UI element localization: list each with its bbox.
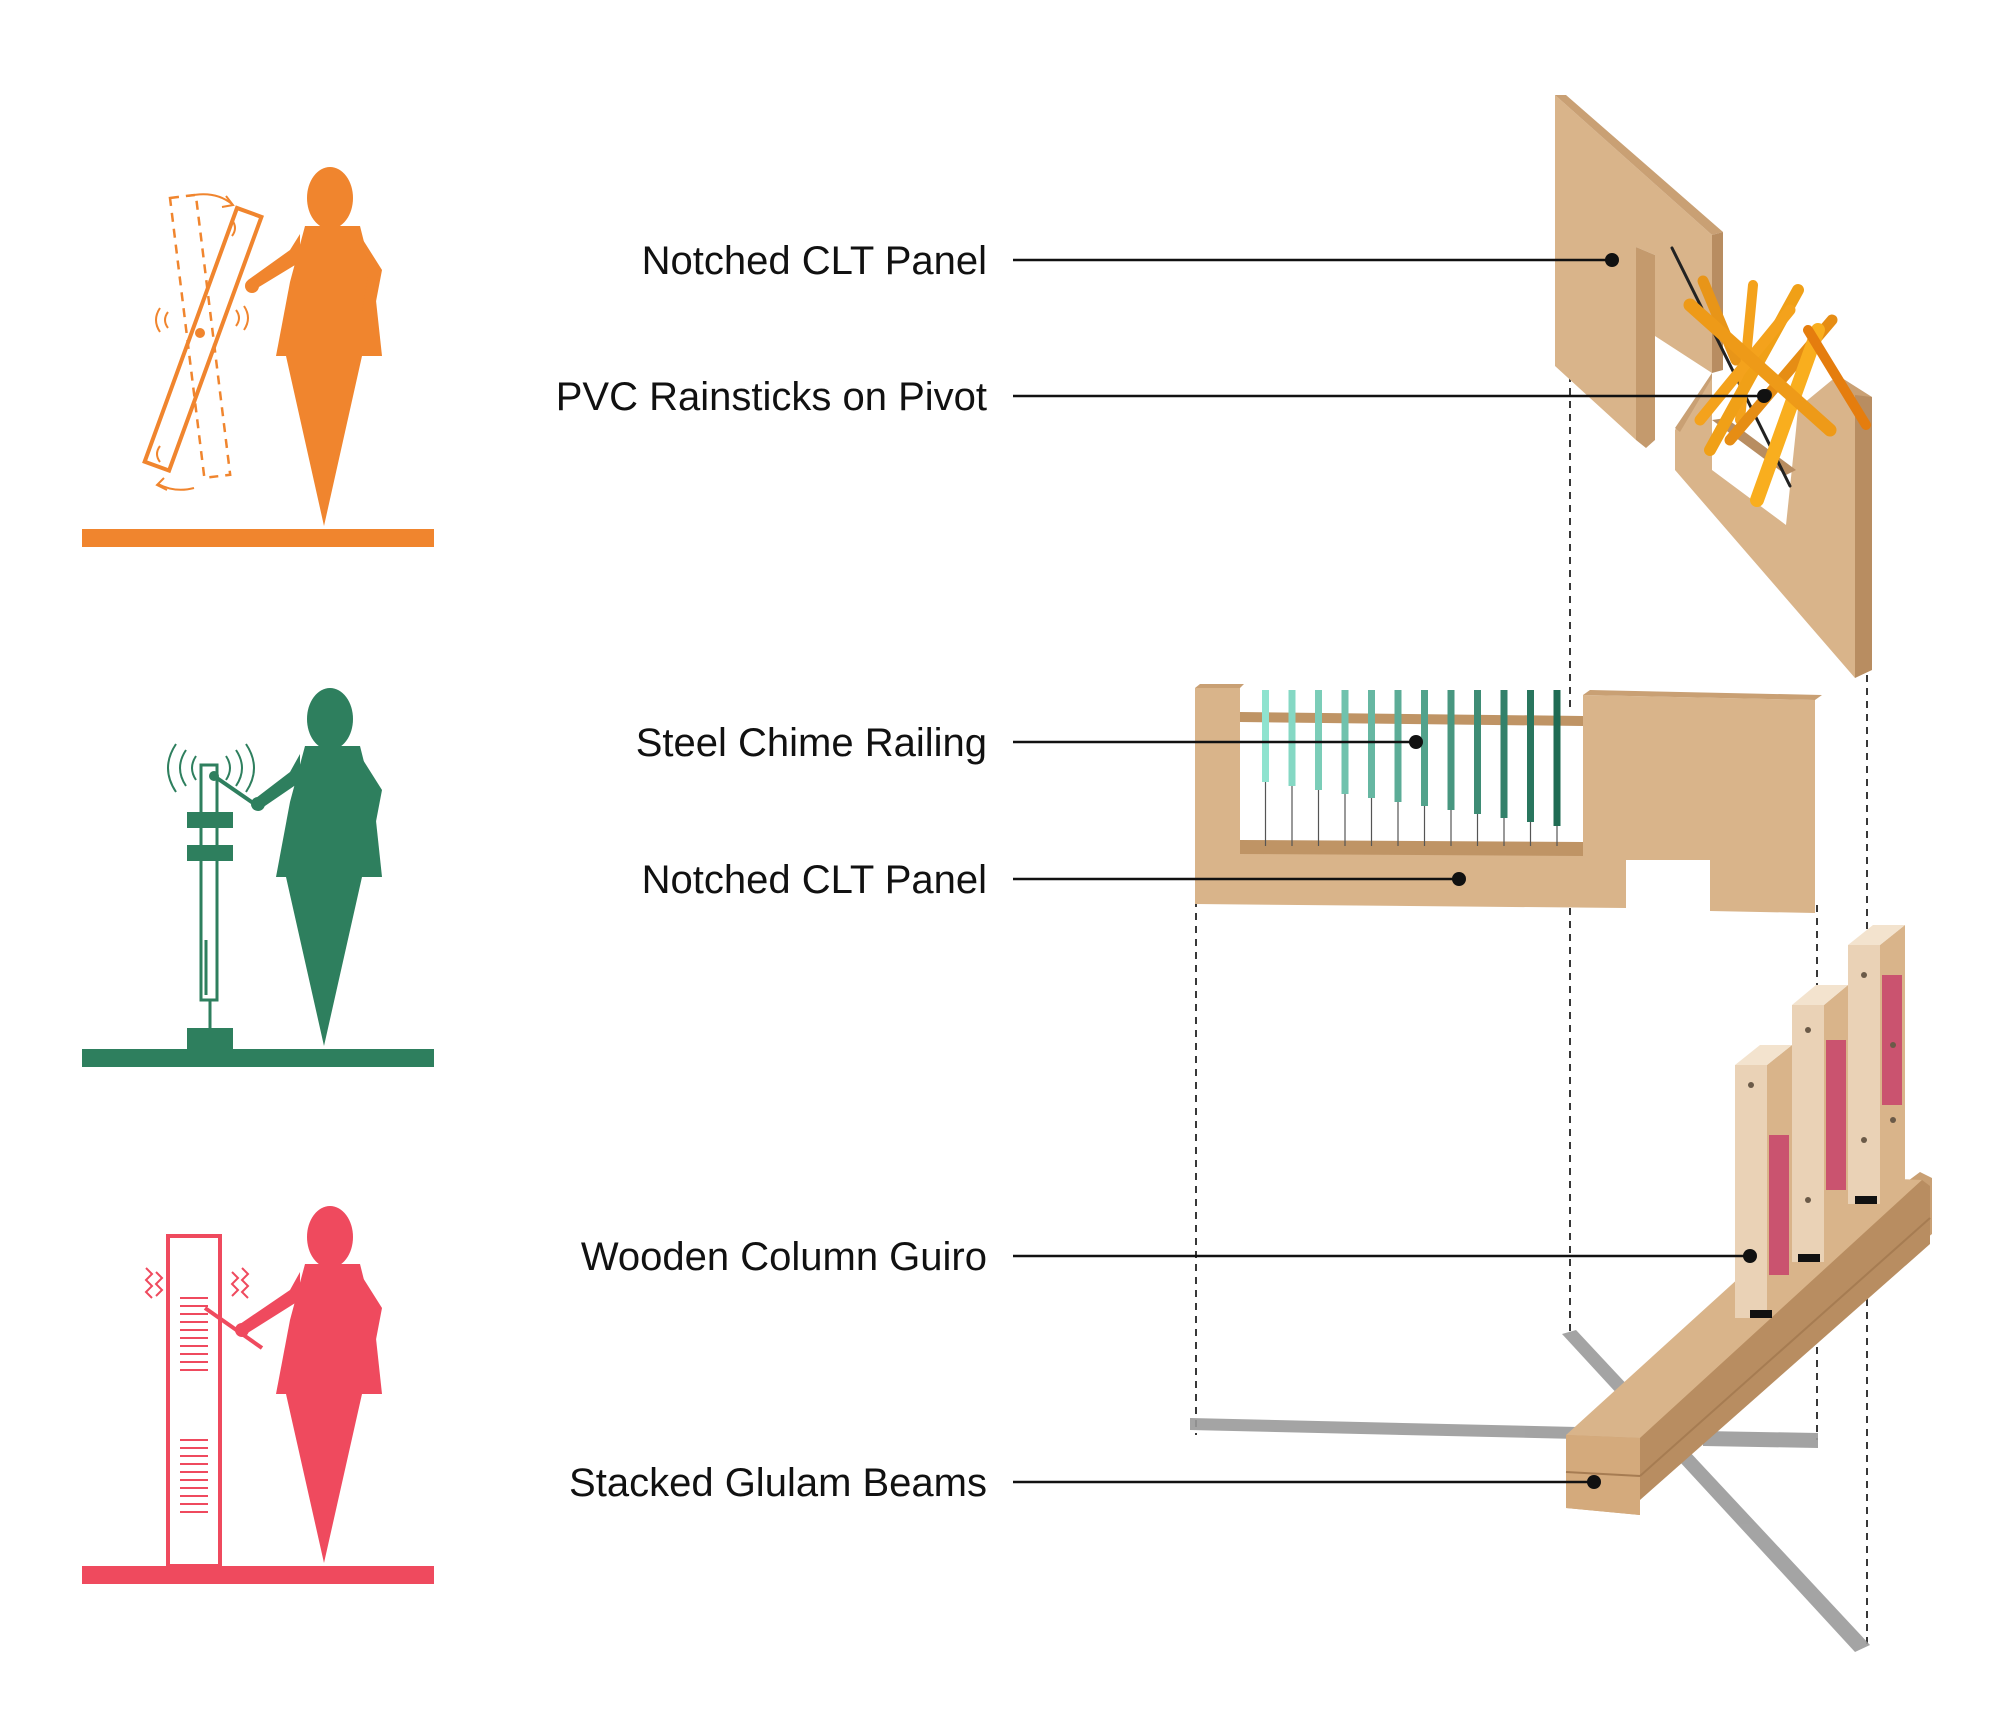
person-icon-orange: [245, 167, 382, 526]
chime-tube: [1500, 690, 1508, 818]
chime-tube: [1553, 690, 1561, 826]
chime-tube: [1315, 690, 1322, 790]
chime-player-figure: [82, 688, 434, 1067]
label-stacked-glulam-beams: Stacked Glulam Beams: [569, 1461, 987, 1505]
ground-bar-orange: [82, 529, 434, 547]
leader-dot-stacked-glulam-beams: [1587, 1475, 1601, 1489]
leader-dot-steel-chime-railing: [1409, 735, 1423, 749]
notched-clt-panel-top: [1555, 95, 1872, 678]
guiro-column-icon: [144, 1234, 264, 1568]
chime-tube: [1288, 690, 1296, 786]
chime-stand-icon: [167, 743, 258, 1050]
chime-tube: [1262, 690, 1269, 782]
chime-tube: [1474, 690, 1481, 814]
leader-dot-pvc-rainsticks: [1757, 389, 1771, 403]
label-steel-chime-railing: Steel Chime Railing: [636, 721, 987, 765]
label-pvc-rainsticks: PVC Rainsticks on Pivot: [556, 375, 987, 419]
chime-tube: [1527, 690, 1534, 822]
wooden-column-guiro: [1735, 925, 1905, 1318]
rainstick-icon: [142, 193, 264, 491]
chime-tube: [1394, 690, 1402, 802]
label-notched-clt-panel-middle: Notched CLT Panel: [642, 858, 987, 902]
chime-tube: [1368, 690, 1375, 798]
leader-dot-wooden-column-guiro: [1743, 1249, 1757, 1263]
chime-tube: [1421, 690, 1428, 806]
ground-bar-green: [82, 1049, 434, 1067]
callouts: Notched CLT Panel PVC Rainsticks on Pivo…: [556, 239, 1771, 1505]
leader-dot-notched-clt-panel-top: [1605, 253, 1619, 267]
leader-dot-notched-clt-panel-middle: [1452, 872, 1466, 886]
pvc-rainsticks: [1670, 246, 1871, 507]
person-icon-green: [251, 688, 382, 1046]
ground-bar-red: [82, 1566, 434, 1584]
steel-chime-railing: [1262, 690, 1561, 846]
rainstick-player-figure: [82, 167, 434, 547]
chime-tube: [1447, 690, 1455, 810]
label-notched-clt-panel-top: Notched CLT Panel: [642, 239, 987, 283]
person-icon-red: [235, 1206, 382, 1563]
guiro-player-figure: [82, 1206, 434, 1584]
label-wooden-column-guiro: Wooden Column Guiro: [581, 1235, 987, 1279]
